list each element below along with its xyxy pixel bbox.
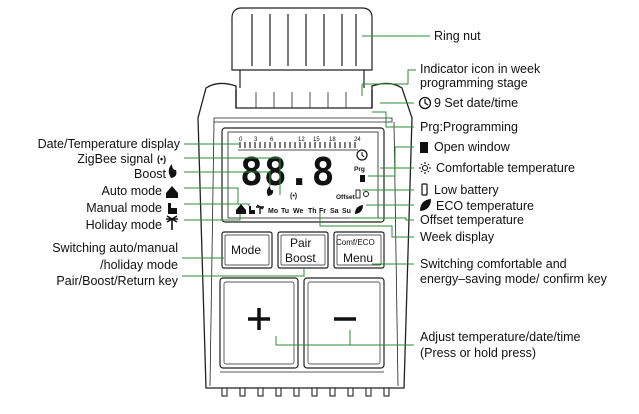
lcd-scale-24: 24 [354, 137, 361, 143]
lcd-day-mo: Mo [268, 208, 278, 215]
mode-key-label[interactable]: Mode [231, 243, 262, 257]
lcd-day-fr: Fr [319, 208, 326, 215]
sun-icon [419, 162, 431, 174]
plus-glyph [248, 308, 270, 330]
switch-label-2: energy–saving mode/ confirm key [420, 272, 607, 286]
lcd-battery-icon [355, 189, 361, 199]
prg-label: Prg:Programming [420, 120, 518, 134]
set-date-label: 9 Set date/time [434, 96, 519, 110]
palm-icon [166, 215, 178, 230]
week-label: Week display [420, 230, 495, 244]
leaf-icon [420, 199, 431, 211]
bottom-pins [221, 387, 390, 397]
adjust-label-2: (Press or hold press) [420, 346, 537, 360]
lcd-clock-icon [356, 149, 368, 161]
zigbee-label: ZigBee signal [77, 152, 153, 166]
switch-label-1: Switching comfortable and [420, 257, 567, 271]
switching-label-2: /holiday mode [100, 258, 178, 272]
lcd-signal-icon: (•) [290, 193, 297, 200]
flame-icon [168, 164, 177, 178]
lcd-scale-0: 0 [239, 137, 243, 143]
clock-icon [418, 96, 432, 110]
lcd-offset: Offset [336, 194, 356, 201]
hand-icon [168, 203, 177, 214]
lcd-palm-icon [256, 204, 264, 214]
lcd-house-icon [236, 204, 246, 214]
date-temp-label: Date/Temperature display [37, 137, 180, 151]
lcd-prg: Prg [354, 166, 365, 173]
pair-key-label-1[interactable]: Pair [290, 236, 312, 250]
pair-key-label: Pair/Boost/Return key [56, 274, 178, 288]
lcd-scale-15: 15 [313, 137, 320, 143]
house-icon [166, 186, 178, 198]
ring-nut [231, 7, 373, 88]
lcd-leaf-icon [355, 205, 363, 214]
lcd-scale-18: 18 [329, 137, 336, 143]
eco-label: ECO temperature [436, 199, 534, 213]
manual-mode-label: Manual mode [86, 201, 162, 215]
lcd-scale-12: 12 [298, 137, 305, 143]
zigbee-signal-icon: (•) [157, 154, 166, 164]
pair-key-label-2[interactable]: Boost [285, 251, 316, 265]
top-buttons [221, 231, 385, 269]
auto-mode-label: Auto mode [101, 184, 162, 198]
lcd-open-window-icon [360, 175, 365, 182]
lcd-scale-3: 3 [254, 137, 258, 143]
open-window-icon [420, 142, 428, 153]
comf-key-label-2[interactable]: Menu [343, 251, 374, 265]
lcd-day-su: Su [342, 208, 351, 215]
holiday-mode-label: Holiday mode [85, 218, 162, 232]
lcd-hand-icon [249, 206, 255, 214]
lcd-sun-icon [363, 191, 369, 197]
battery-icon [421, 183, 428, 196]
open-window-label: Open window [434, 140, 510, 154]
boost-label: Boost [134, 167, 166, 181]
lcd-flame-icon [266, 186, 274, 196]
indicator-label-2: programming stage [420, 76, 528, 90]
switching-label-1: Switching auto/manual [52, 241, 178, 255]
comfort-label: Comfortable temperature [436, 161, 575, 175]
indicator-label-1: Indicator icon in week [420, 62, 541, 76]
lcd-day-th: Th [308, 208, 317, 215]
leader-lines [182, 35, 430, 346]
lcd-day-we: We [293, 208, 303, 215]
lcd-day-sa: Sa [330, 208, 339, 215]
low-battery-label: Low battery [434, 183, 499, 197]
offset-label: Offset temperature [420, 213, 524, 227]
lcd-scale-6: 6 [270, 137, 274, 143]
lcd-day-tu: Tu [281, 208, 289, 215]
comf-key-label-1[interactable]: Comf/ECO [336, 238, 375, 247]
lcd-screen: 0 3 6 12 15 18 24 88.8 Prg Offset (•) Mo… [221, 127, 385, 223]
adjust-label-1: Adjust temperature/date/time [420, 330, 581, 344]
ring-nut-label: Ring nut [434, 29, 481, 43]
